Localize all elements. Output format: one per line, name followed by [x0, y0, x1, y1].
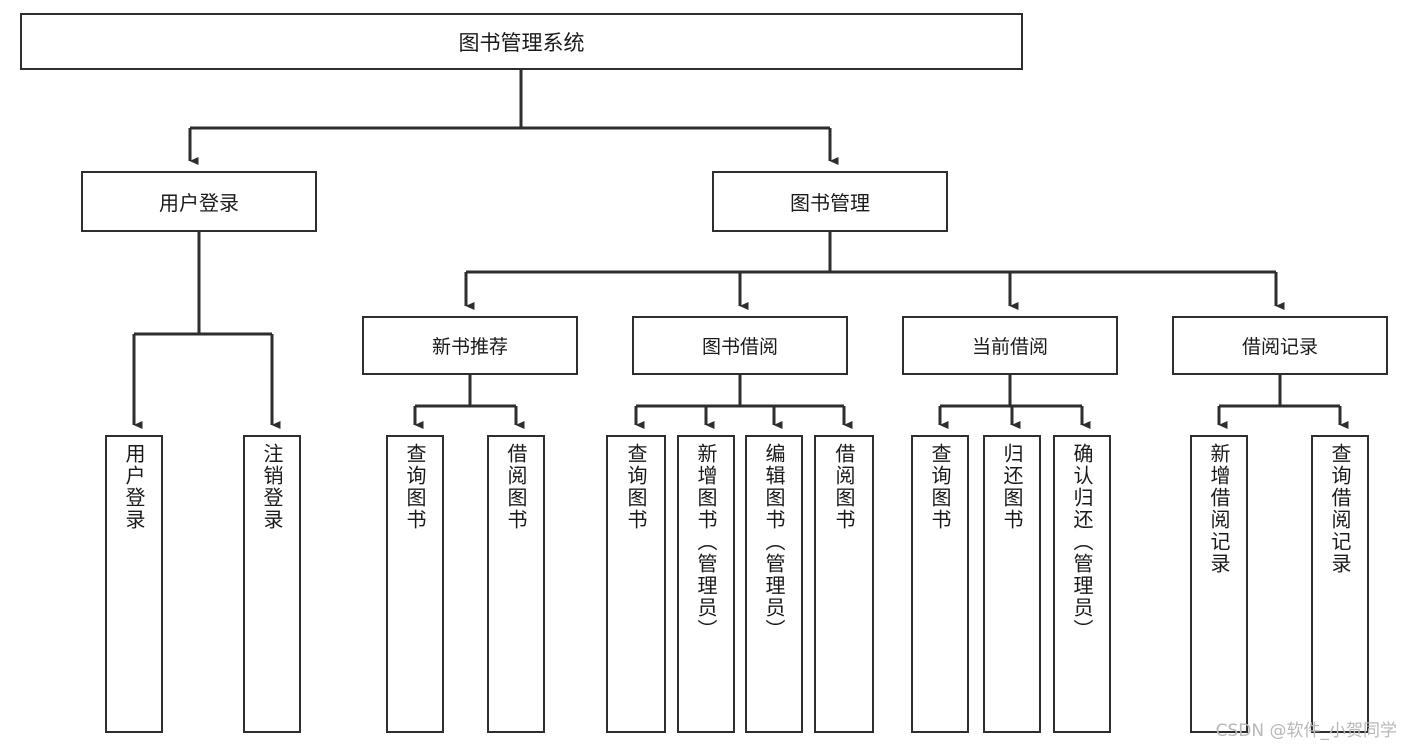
node-book-manage[interactable]: 图书管理 — [712, 171, 948, 232]
node-book-manage-label: 图书管理 — [790, 191, 870, 215]
node-leaf-edit-book[interactable]: 编辑图书（管理员） — [745, 435, 803, 733]
node-root[interactable]: 图书管理系统 — [20, 13, 1023, 70]
node-user-login-label: 用户登录 — [159, 191, 239, 215]
node-leaf-query-book-2-label: 查询图书 — [624, 443, 648, 531]
node-leaf-return-book-label: 归还图书 — [1000, 443, 1024, 531]
node-leaf-query-record-label: 查询借阅记录 — [1328, 443, 1352, 575]
node-leaf-query-record[interactable]: 查询借阅记录 — [1311, 435, 1369, 733]
node-new-book-rec[interactable]: 新书推荐 — [362, 316, 578, 375]
node-leaf-borrow-book-2[interactable]: 借阅图书 — [814, 435, 874, 733]
node-leaf-edit-book-label: 编辑图书（管理员） — [762, 443, 786, 641]
node-leaf-confirm-return-label: 确认归还（管理员） — [1070, 443, 1094, 641]
node-leaf-user-login-label: 用户登录 — [122, 443, 146, 531]
node-leaf-add-record-label: 新增借阅记录 — [1207, 443, 1231, 575]
node-leaf-query-book-1-label: 查询图书 — [403, 443, 427, 531]
node-current-borrow[interactable]: 当前借阅 — [902, 316, 1118, 375]
node-book-borrow[interactable]: 图书借阅 — [632, 316, 848, 375]
node-leaf-borrow-book-2-label: 借阅图书 — [832, 443, 856, 531]
node-leaf-logout-label: 注销登录 — [260, 443, 284, 531]
node-leaf-borrow-book-1-label: 借阅图书 — [504, 443, 528, 531]
node-leaf-borrow-book-1[interactable]: 借阅图书 — [487, 435, 545, 733]
node-book-borrow-label: 图书借阅 — [701, 336, 778, 358]
node-current-borrow-label: 当前借阅 — [971, 336, 1048, 358]
node-new-book-rec-label: 新书推荐 — [431, 336, 508, 358]
node-leaf-add-record[interactable]: 新增借阅记录 — [1190, 435, 1248, 733]
node-user-login[interactable]: 用户登录 — [81, 171, 317, 232]
node-leaf-add-book[interactable]: 新增图书（管理员） — [677, 435, 735, 733]
node-leaf-return-book[interactable]: 归还图书 — [983, 435, 1041, 733]
node-leaf-query-book-2[interactable]: 查询图书 — [606, 435, 666, 733]
node-leaf-query-book-3-label: 查询图书 — [928, 443, 952, 531]
watermark: CSDN @软件_小贺同学 — [1215, 721, 1397, 741]
node-borrow-record-label: 借阅记录 — [1241, 336, 1318, 358]
node-leaf-query-book-3[interactable]: 查询图书 — [911, 435, 969, 733]
node-borrow-record[interactable]: 借阅记录 — [1172, 316, 1388, 375]
node-leaf-confirm-return[interactable]: 确认归还（管理员） — [1053, 435, 1111, 733]
node-leaf-add-book-label: 新增图书（管理员） — [694, 443, 718, 641]
node-leaf-query-book-1[interactable]: 查询图书 — [386, 435, 444, 733]
node-leaf-logout[interactable]: 注销登录 — [243, 435, 301, 733]
node-leaf-user-login[interactable]: 用户登录 — [105, 435, 163, 733]
node-root-label: 图书管理系统 — [458, 30, 585, 55]
